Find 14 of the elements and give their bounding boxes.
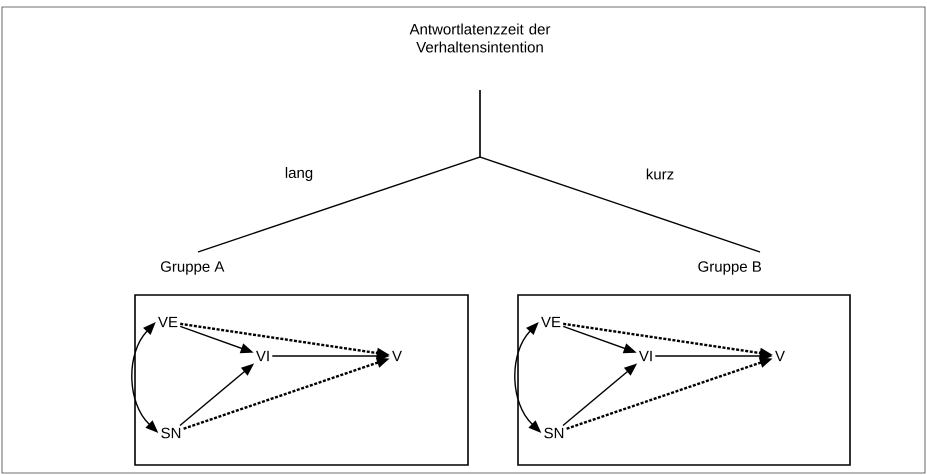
variable-label: VI bbox=[256, 350, 269, 362]
edge-label: kurz bbox=[646, 168, 674, 180]
node-label: Gruppe B bbox=[698, 261, 761, 275]
root-label: Antwortlatenzzeit der Verhaltensintention bbox=[410, 24, 550, 52]
tree-branch bbox=[479, 90, 760, 253]
variable-label: VI bbox=[638, 350, 652, 362]
variable-label: VE bbox=[541, 316, 560, 328]
node-label: Gruppe A bbox=[160, 261, 224, 275]
variable-label: V bbox=[775, 350, 785, 362]
variable-label: SN bbox=[544, 428, 564, 438]
variable-label: V bbox=[392, 350, 402, 362]
variable-label: SN bbox=[161, 428, 180, 438]
edge-label: lang bbox=[286, 167, 312, 181]
variable-label: VE bbox=[158, 316, 178, 328]
